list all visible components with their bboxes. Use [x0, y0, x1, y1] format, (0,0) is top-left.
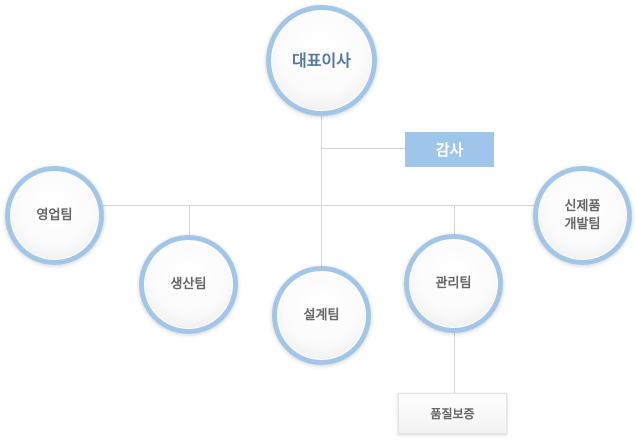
- design-team-node: 설계팀: [272, 266, 371, 365]
- new-product-team-label-line2: 개발팀: [564, 216, 601, 232]
- quality-assurance-box: 품질보증: [398, 393, 507, 434]
- quality-assurance-label: 품질보증: [430, 407, 475, 421]
- audit-connector-line: [321, 148, 405, 149]
- new-product-team-label-line1: 신제품: [564, 198, 601, 214]
- production-drop-line: [189, 205, 190, 239]
- sales-team-label: 영업팀: [36, 207, 73, 223]
- management-team-label: 관리팀: [435, 275, 472, 291]
- production-team-node: 생산팀: [139, 235, 238, 334]
- new-product-team-node: 신제품 개발팀: [533, 166, 632, 265]
- design-team-label: 설계팀: [303, 307, 340, 323]
- sales-team-node: 영업팀: [5, 166, 104, 265]
- audit-label: 감사: [435, 141, 464, 159]
- ceo-node: 대표이사: [266, 5, 377, 116]
- ceo-trunk-line: [321, 108, 322, 268]
- audit-box: 감사: [405, 132, 494, 167]
- ceo-label: 대표이사: [292, 50, 351, 70]
- management-drop-line: [454, 205, 455, 237]
- production-team-label: 생산팀: [170, 276, 207, 292]
- management-team-node: 관리팀: [404, 234, 503, 333]
- team-horizontal-line: [100, 205, 540, 206]
- quality-connector-line: [454, 330, 455, 393]
